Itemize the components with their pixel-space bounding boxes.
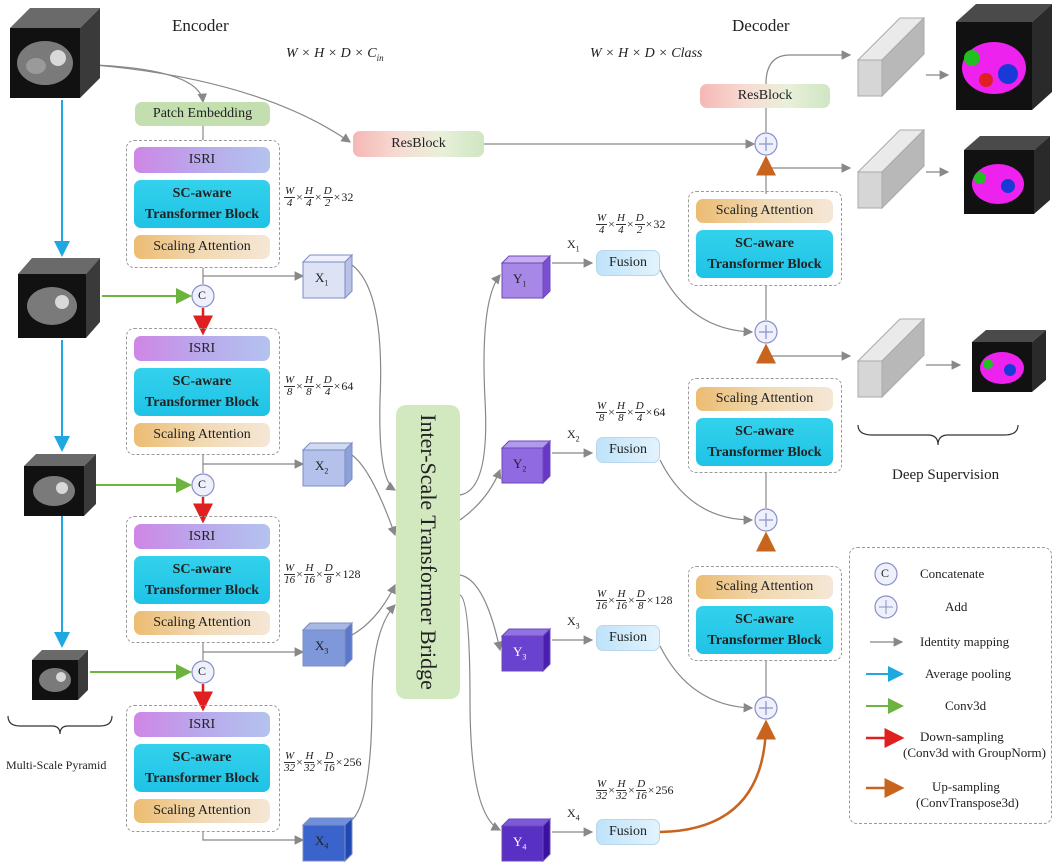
legend-icons — [866, 562, 905, 798]
legend-add: Add — [945, 599, 968, 614]
legend-up-line1: Up-sampling — [932, 779, 1000, 794]
scaling-attention-dec-3: Scaling Attention — [696, 575, 833, 599]
patch-embedding-block: Patch Embedding — [135, 102, 270, 126]
scaling-attention-enc-3: Scaling Attention — [134, 611, 270, 635]
inter-scale-transformer-bridge: Inter-Scale Transformer Bridge — [396, 405, 460, 699]
deep-supervision-label: Deep Supervision — [892, 467, 1000, 483]
isri-block-2: ISRI — [134, 336, 270, 361]
x4-label: X4 — [315, 833, 329, 851]
output-segmentation-large — [956, 4, 1052, 110]
output-shape: W × H × D × Class — [590, 46, 703, 61]
fusion-block-2: Fusion — [596, 437, 660, 463]
input-shape: W × H × D × Cin — [286, 46, 384, 63]
add-nodes — [754, 132, 778, 720]
encoder-stage-2 — [126, 328, 280, 455]
x2-arrow-label: X2 — [567, 427, 580, 444]
legend-panel — [849, 547, 1052, 824]
decoder-title: Decoder — [732, 16, 790, 35]
scaling-attention-dec-1: Scaling Attention — [696, 199, 833, 223]
encoder-stage-3 — [126, 516, 280, 643]
deep-supervision-prisms — [856, 16, 926, 399]
legend-up-line2: (ConvTranspose3d) — [916, 795, 1019, 810]
scaling-attention-enc-4: Scaling Attention — [134, 799, 270, 823]
conv3d-arrows — [90, 288, 192, 680]
legend-conv3d: Conv3d — [945, 698, 987, 713]
y-cubes — [500, 254, 552, 863]
ct-volume-thumbnails — [10, 4, 1052, 700]
x4-arrow-label: X4 — [567, 806, 580, 823]
x3-label: X3 — [315, 638, 329, 656]
x3-arrow-label: X3 — [567, 614, 580, 631]
y1-label: Y1 — [513, 271, 527, 289]
input-volume-scale4 — [32, 650, 88, 700]
concat-nodes — [191, 284, 215, 684]
decoder-stage-1 — [688, 191, 842, 286]
isri-block-4: ISRI — [134, 712, 270, 737]
scaling-attention-enc-1: Scaling Attention — [134, 235, 270, 259]
deep-supervision-brace — [857, 424, 1019, 446]
scaling-attention-dec-2: Scaling Attention — [696, 387, 833, 411]
resblock-decoder: ResBlock — [700, 84, 830, 108]
legend-identity: Identity mapping — [920, 634, 1010, 649]
encoder-title: Encoder — [172, 16, 229, 35]
legend-avg-pool: Average pooling — [925, 666, 1012, 681]
fusion-block-3: Fusion — [596, 625, 660, 651]
multi-scale-pyramid-label: Multi-Scale Pyramid — [6, 758, 107, 772]
y3-label: Y3 — [513, 644, 527, 662]
resblock-encoder: ResBlock — [353, 131, 484, 157]
isri-block-3: ISRI — [134, 524, 270, 549]
input-volume-scale2 — [18, 258, 100, 338]
concat-label-2: C — [198, 477, 207, 491]
fusion-block-1: Fusion — [596, 250, 660, 276]
legend-down-line1: Down-sampling — [920, 729, 1004, 744]
output-segmentation-mid — [964, 136, 1050, 214]
concat-label-1: C — [198, 288, 207, 302]
legend-concat-symbol: C — [881, 566, 890, 580]
concat-label-3: C — [198, 664, 207, 678]
encoder-stage-1 — [126, 140, 280, 268]
pyramid-brace — [7, 715, 113, 735]
output-segmentation-small — [972, 330, 1046, 392]
x1-arrow-label: X1 — [567, 237, 580, 254]
upsample-arrows — [659, 155, 776, 834]
x1-label: X1 — [315, 270, 329, 288]
y4-label: Y4 — [513, 834, 527, 852]
y2-label: Y2 — [513, 456, 527, 474]
input-volume-scale3 — [24, 454, 96, 516]
decoder-stage-3 — [688, 566, 842, 661]
legend-down-line2: (Conv3d with GroupNorm) — [903, 745, 1046, 760]
x-cubes — [301, 253, 354, 863]
encoder-stage-4 — [126, 705, 280, 832]
decoder-stage-2 — [688, 378, 842, 473]
isri-block-1: ISRI — [134, 147, 270, 173]
fusion-block-4: Fusion — [596, 819, 660, 845]
input-volume-large — [10, 8, 100, 98]
legend-concatenate: Concatenate — [920, 566, 985, 581]
scaling-attention-enc-2: Scaling Attention — [134, 423, 270, 447]
x2-label: X2 — [315, 458, 329, 476]
